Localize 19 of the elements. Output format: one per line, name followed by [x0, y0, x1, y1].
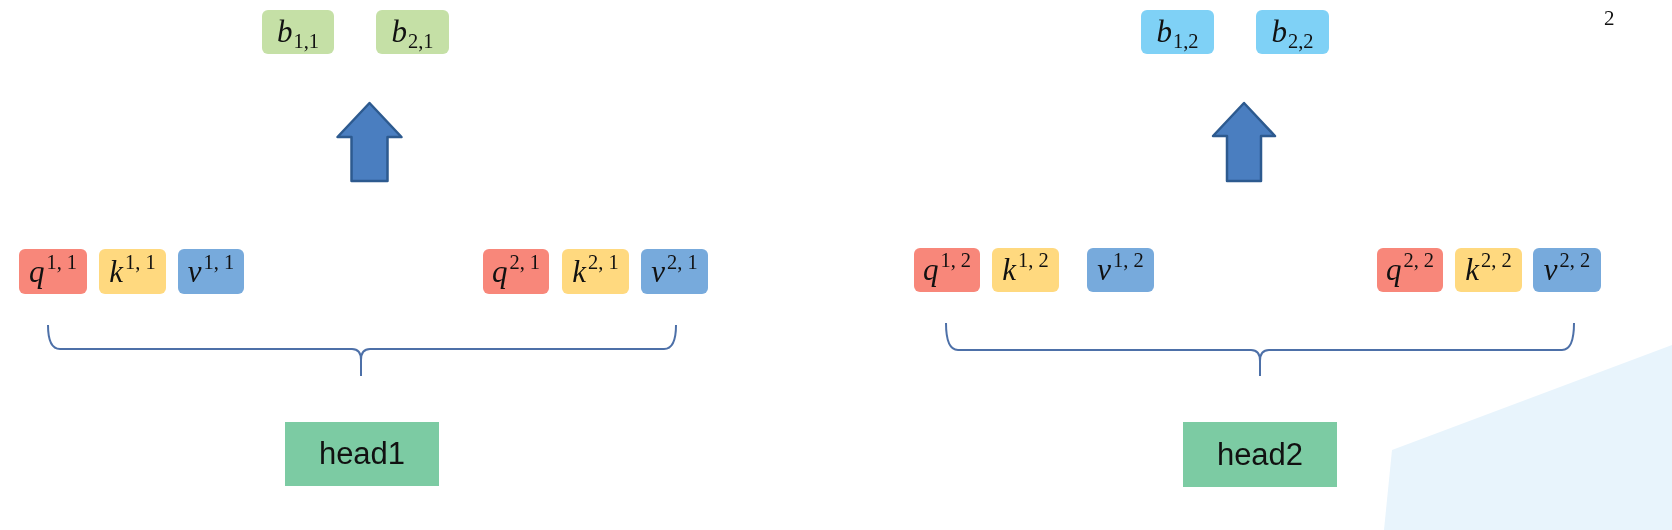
page-number: 2: [1604, 6, 1615, 31]
key-box: k$^{1, 1}$: [99, 249, 166, 294]
query-box: q$^{2, 2}$: [1377, 248, 1443, 292]
query-box: q$^{2, 1}$: [483, 249, 549, 294]
value-box: v$^{1, 1}$: [178, 249, 244, 294]
output-box: b$_{1,2}$: [1141, 10, 1214, 54]
output-box: b$_{2,1}$: [376, 10, 449, 54]
output-box: b$_{1,1}$: [262, 10, 334, 54]
key-box: k$^{2, 1}$: [562, 249, 629, 294]
key-box: k$^{1, 2}$: [992, 248, 1059, 292]
query-box: q$^{1, 2}$: [914, 248, 980, 292]
key-box: k$^{2, 2}$: [1455, 248, 1522, 292]
head-box: head2: [1183, 422, 1337, 487]
query-box: q$^{1, 1}$: [19, 249, 87, 294]
value-box: v$^{2, 2}$: [1533, 248, 1601, 292]
value-box: v$^{1, 2}$: [1087, 248, 1154, 292]
output-box: b$_{2,2}$: [1256, 10, 1329, 54]
head-box: head1: [285, 422, 439, 486]
value-box: v$^{2, 1}$: [641, 249, 708, 294]
